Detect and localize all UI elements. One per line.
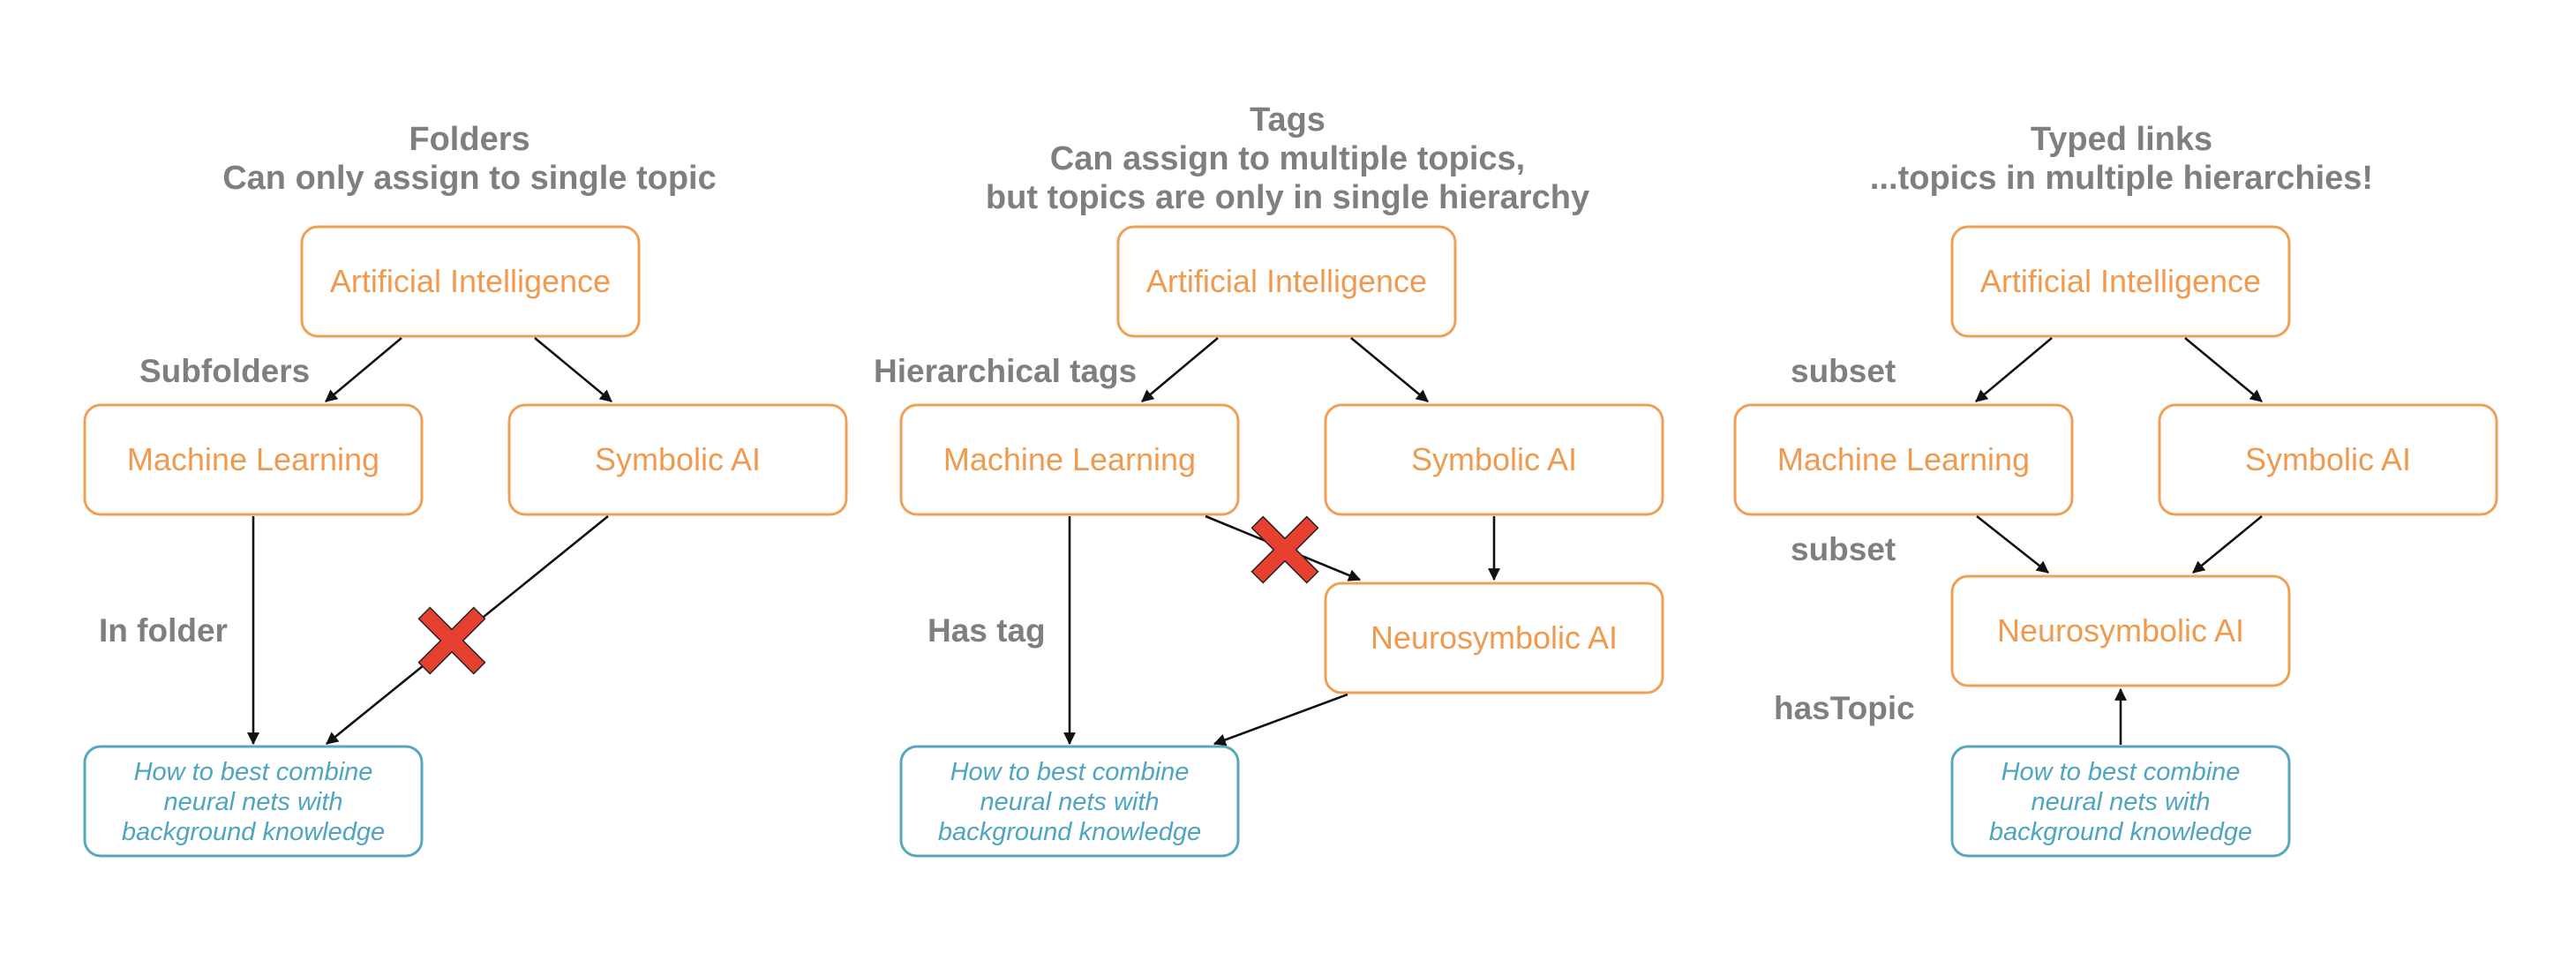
note-line: How to best combine <box>950 758 1190 786</box>
in-folder-label: In folder <box>99 612 228 649</box>
has-tag-arrow-neurosymbolic <box>1213 693 1348 747</box>
node-label: Machine Learning <box>127 441 379 477</box>
subset-arrow-symbolic-to-neurosymbolic <box>2192 514 2263 574</box>
note-line: neural nets with <box>2031 788 2210 816</box>
node-label: Machine Learning <box>943 441 1196 477</box>
node-label: Artificial Intelligence <box>1980 263 2261 299</box>
forbidden-cross-icon <box>1250 515 1319 584</box>
node-label: Machine Learning <box>1777 441 2030 477</box>
subfolders-label: Subfolders <box>139 353 310 389</box>
node-box <box>1950 225 2291 338</box>
node-box <box>1324 582 1664 694</box>
node-label: Neurosymbolic AI <box>1371 619 1618 656</box>
folders-panel: Folders Can only assign to single topic … <box>83 121 848 858</box>
node-box <box>1733 403 2074 516</box>
subfolder-arrow-left <box>325 337 402 402</box>
typed-links-panel: Typed links ...topics in multiple hierar… <box>1733 121 2498 858</box>
tags-node-machine-learning: Machine Learning <box>899 403 1240 516</box>
typed-links-subtitle: ...topics in multiple hierarchies! <box>1870 160 2373 197</box>
tags-node-neurosymbolic-ai: Neurosymbolic AI <box>1324 582 1664 694</box>
node-box <box>300 225 641 338</box>
tags-subtitle-line2: but topics are only in single hierarchy <box>986 179 1589 216</box>
node-box <box>1324 403 1664 516</box>
node-label: Neurosymbolic AI <box>1997 612 2244 649</box>
note-box <box>1950 745 2291 858</box>
node-box <box>2158 403 2498 516</box>
typed-node-artificial-intelligence: Artificial Intelligence <box>1950 225 2291 338</box>
note-line: neural nets with <box>980 788 1159 816</box>
tags-title: Tags <box>1250 101 1326 139</box>
tags-node-symbolic-ai: Symbolic AI <box>1324 403 1664 516</box>
folders-node-symbolic-ai: Symbolic AI <box>507 403 848 516</box>
typed-node-symbolic-ai: Symbolic AI <box>2158 403 2498 516</box>
typed-note: How to best combine neural nets with bac… <box>1950 745 2291 858</box>
folders-subtitle: Can only assign to single topic <box>222 160 717 197</box>
note-line: background knowledge <box>1989 818 2252 846</box>
node-box <box>1116 225 1457 338</box>
subset-arrow-right <box>2184 336 2263 403</box>
folders-node-artificial-intelligence: Artificial Intelligence <box>300 225 641 338</box>
node-box <box>1950 574 2291 687</box>
subfolder-arrow-right <box>534 336 612 403</box>
subset-arrow-ml-to-neurosymbolic <box>1976 514 2049 574</box>
tags-note: How to best combine neural nets with bac… <box>899 745 1240 858</box>
subset-label-top: subset <box>1791 353 1896 389</box>
tags-node-artificial-intelligence: Artificial Intelligence <box>1116 225 1457 338</box>
forbidden-cross-icon <box>417 606 486 675</box>
hierarchical-tag-arrow-right <box>1350 336 1429 403</box>
note-box <box>899 745 1240 858</box>
node-box <box>83 403 424 516</box>
subset-arrow-left <box>1975 337 2053 402</box>
note-line: background knowledge <box>122 818 385 846</box>
note-line: neural nets with <box>163 788 342 816</box>
folders-note: How to best combine neural nets with bac… <box>83 745 424 858</box>
subset-label-bottom: subset <box>1791 531 1896 567</box>
has-topic-label: hasTopic <box>1774 690 1915 726</box>
tags-subtitle-line1: Can assign to multiple topics, <box>1050 140 1525 177</box>
node-label: Symbolic AI <box>1411 441 1577 477</box>
node-box <box>899 403 1240 516</box>
folders-node-machine-learning: Machine Learning <box>83 403 424 516</box>
has-tag-label: Has tag <box>928 612 1046 649</box>
node-box <box>507 403 848 516</box>
note-line: How to best combine <box>134 758 373 786</box>
tags-panel: Tags Can assign to multiple topics, but … <box>874 101 1664 858</box>
folders-title: Folders <box>409 121 529 158</box>
hierarchical-tags-label: Hierarchical tags <box>874 353 1137 389</box>
node-label: Artificial Intelligence <box>330 263 611 299</box>
note-box <box>83 745 424 858</box>
typed-node-neurosymbolic-ai: Neurosymbolic AI <box>1950 574 2291 687</box>
node-label: Artificial Intelligence <box>1146 263 1427 299</box>
typed-node-machine-learning: Machine Learning <box>1733 403 2074 516</box>
node-label: Symbolic AI <box>2245 441 2411 477</box>
note-line: How to best combine <box>2001 758 2241 786</box>
hierarchical-tag-arrow-left <box>1141 337 1219 402</box>
note-line: background knowledge <box>938 818 1201 846</box>
node-label: Symbolic AI <box>595 441 761 477</box>
typed-links-title: Typed links <box>2031 121 2212 158</box>
